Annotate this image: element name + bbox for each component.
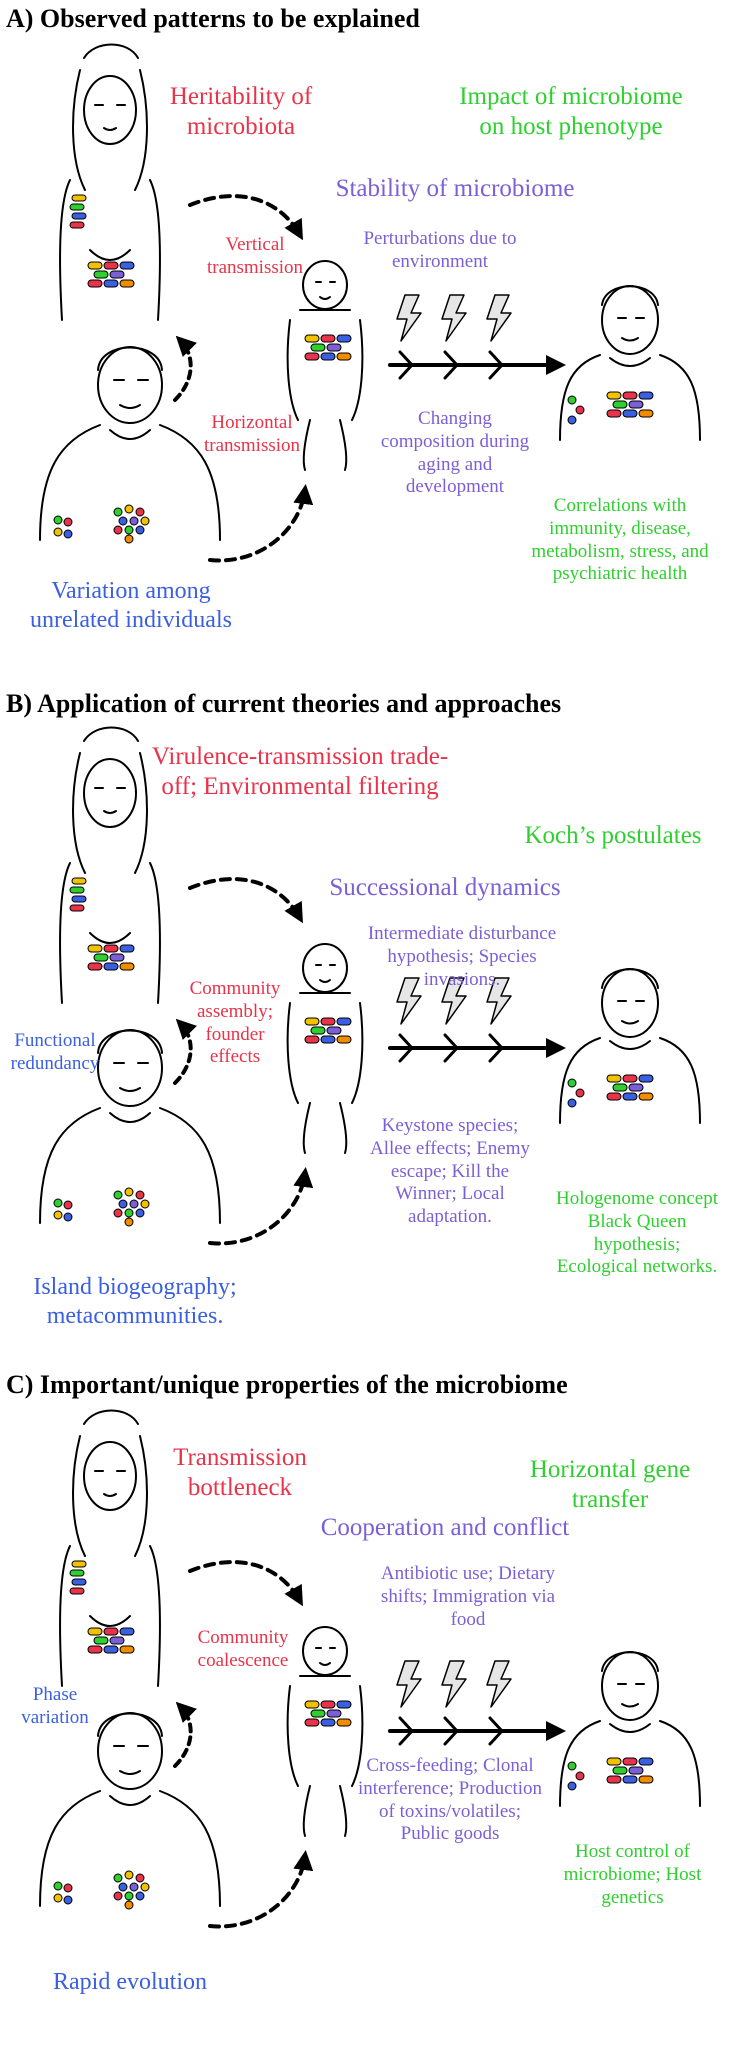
label-intermediate: Intermediate disturbance hypothesis; Spe… [367, 923, 557, 990]
label-stability: Stability of microbiome [335, 175, 575, 202]
label-perturbations: Perturbations due to environment [363, 228, 517, 272]
label-horizontal: Horizontal transmission [203, 412, 301, 456]
label-coalescence: Community coalescence [197, 1627, 289, 1671]
label-cooperation: Cooperation and conflict [320, 1514, 570, 1541]
label-successional: Successional dynamics [329, 874, 561, 901]
panel-b: B) Application of current theories and a… [0, 683, 730, 1366]
label-antibiotic: Antibiotic use; Dietary shifts; Immigrat… [380, 1563, 556, 1630]
label-correlations: Correlations with immunity, disease, met… [531, 495, 709, 585]
label-vertical: Vertical transmission [206, 234, 304, 278]
label-hostcontrol: Host control of microbiome; Host genetic… [563, 1841, 702, 1908]
label-hologenome: Hologenome concept Black Queen hypothesi… [556, 1188, 718, 1278]
panel-a-title: A) Observed patterns to be explained [6, 4, 420, 33]
label-heritability: Heritability of microbiota [169, 83, 313, 140]
label-crossfeeding: Cross-feeding; Clonal interference; Prod… [357, 1755, 543, 1845]
label-hgt: Horizontal gene transfer [529, 1456, 691, 1513]
label-rapid: Rapid evolution [53, 1969, 207, 1995]
label-impact: Impact of microbiome on host phenotype [459, 83, 683, 140]
label-changing: Changing composition during aging and de… [380, 408, 530, 498]
panel-a: A) Observed patterns to be explained Her… [0, 0, 730, 683]
label-bottleneck: Transmission bottleneck [173, 1444, 307, 1501]
panel-b-title: B) Application of current theories and a… [6, 689, 562, 718]
panel-c: C) Important/unique properties of the mi… [0, 1366, 730, 2049]
panel-c-title: C) Important/unique properties of the mi… [6, 1370, 568, 1399]
label-island: Island biogeography; metacommunities. [33, 1274, 237, 1329]
label-community: Community assembly; founder effects [189, 978, 281, 1068]
label-functional: Functional redundancy [10, 1030, 100, 1074]
label-virulence: Virulence-transmission trade-off; Enviro… [151, 743, 449, 800]
label-phase: Phase variation [21, 1684, 89, 1728]
label-variation: Variation among unrelated individuals [30, 578, 232, 633]
label-koch: Koch’s postulates [524, 822, 702, 849]
label-keystone: Keystone species; Allee effects; Enemy e… [369, 1115, 531, 1228]
